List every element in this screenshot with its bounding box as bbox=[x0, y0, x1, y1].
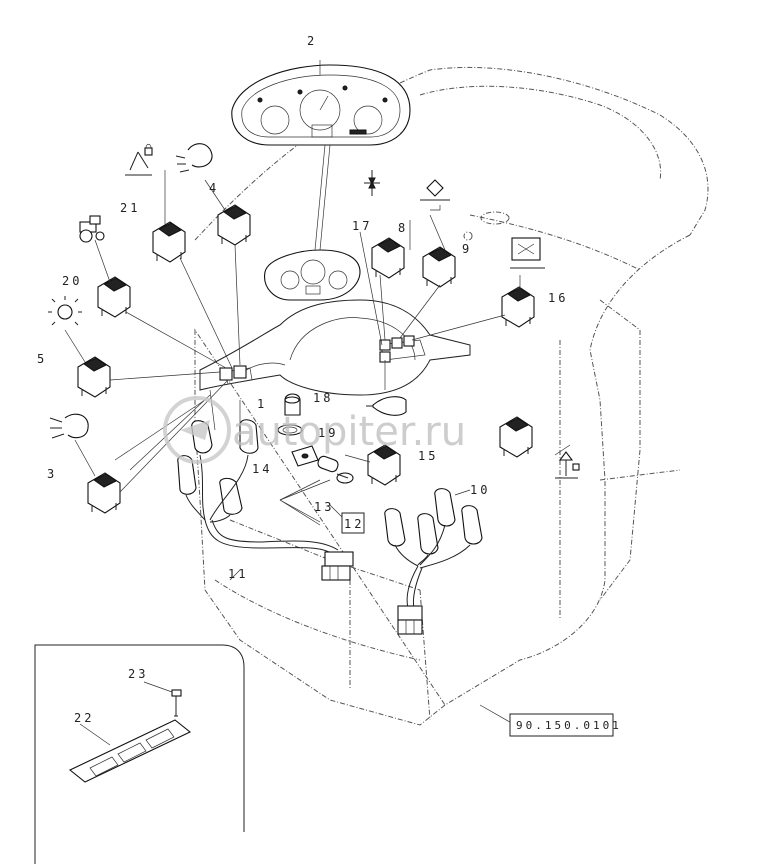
callout-21: 21 bbox=[120, 201, 140, 215]
callout-5: 5 bbox=[37, 352, 47, 366]
lift-lock-icon bbox=[125, 143, 153, 176]
work-light-icon bbox=[175, 143, 213, 173]
callout-box-12 bbox=[341, 512, 365, 534]
beacon-icon bbox=[48, 296, 82, 326]
callout-1: 1 bbox=[257, 397, 267, 411]
callout-17: 17 bbox=[352, 219, 372, 233]
callout-14: 14 bbox=[252, 462, 272, 476]
switch-21 bbox=[152, 221, 186, 263]
callout-4: 4 bbox=[209, 181, 219, 195]
reference-code-box: 90.150.0101 bbox=[509, 713, 622, 737]
callout-8: 8 bbox=[398, 221, 408, 235]
bulb-18 bbox=[284, 393, 301, 416]
switches bbox=[77, 204, 535, 514]
bracket-14 bbox=[291, 445, 319, 467]
harness-10 bbox=[384, 488, 483, 635]
switch-15 bbox=[367, 444, 401, 486]
callout-13: 13 bbox=[314, 500, 334, 514]
switch-16 bbox=[501, 286, 535, 328]
instrument-cluster-detail bbox=[264, 249, 361, 301]
callout-18: 18 bbox=[313, 391, 333, 405]
tractor-icon bbox=[79, 215, 105, 243]
callout-labels: 2 4 21 20 5 3 17 8 9 16 18 19 14 15 13 1… bbox=[37, 34, 568, 725]
watermark: autopiter.ru bbox=[163, 396, 466, 464]
lift-icon bbox=[555, 451, 580, 479]
callout-22: 22 bbox=[74, 711, 94, 725]
lamp-12 bbox=[317, 455, 354, 484]
trailer-icon bbox=[510, 237, 545, 269]
reference-code: 90.150.0101 bbox=[516, 719, 622, 732]
hazard-icon bbox=[420, 179, 450, 211]
callout-12: 12 bbox=[344, 517, 364, 531]
callout-3: 3 bbox=[47, 467, 57, 481]
switch-3 bbox=[87, 472, 121, 514]
horn-icon bbox=[366, 396, 407, 416]
callout-19: 19 bbox=[318, 426, 338, 440]
callout-16: 16 bbox=[548, 291, 568, 305]
screw-23 bbox=[171, 689, 182, 717]
dashboard-panel bbox=[199, 299, 471, 396]
panel-22 bbox=[68, 719, 192, 783]
instrument-cluster bbox=[231, 64, 411, 146]
callout-11: 11 bbox=[228, 567, 248, 581]
cab-outline bbox=[194, 66, 709, 726]
switch-8 bbox=[371, 237, 405, 279]
inset-panel bbox=[34, 644, 245, 864]
callout-2: 2 bbox=[307, 34, 317, 48]
callout-10: 10 bbox=[470, 483, 490, 497]
callout-23: 23 bbox=[128, 667, 148, 681]
switch-20 bbox=[97, 276, 131, 318]
arrow-icon bbox=[364, 170, 380, 196]
switch-lift bbox=[499, 416, 533, 458]
switch-4 bbox=[217, 204, 251, 246]
switch-5 bbox=[77, 356, 111, 398]
callout-9: 9 bbox=[462, 242, 472, 256]
switch-9 bbox=[422, 246, 456, 288]
callout-20: 20 bbox=[62, 274, 82, 288]
callout-15: 15 bbox=[418, 449, 438, 463]
grommet-19 bbox=[277, 424, 303, 436]
leader-box-13 bbox=[279, 479, 321, 523]
headlight-icon bbox=[49, 413, 89, 439]
watermark-text: autopiter.ru bbox=[232, 409, 466, 455]
